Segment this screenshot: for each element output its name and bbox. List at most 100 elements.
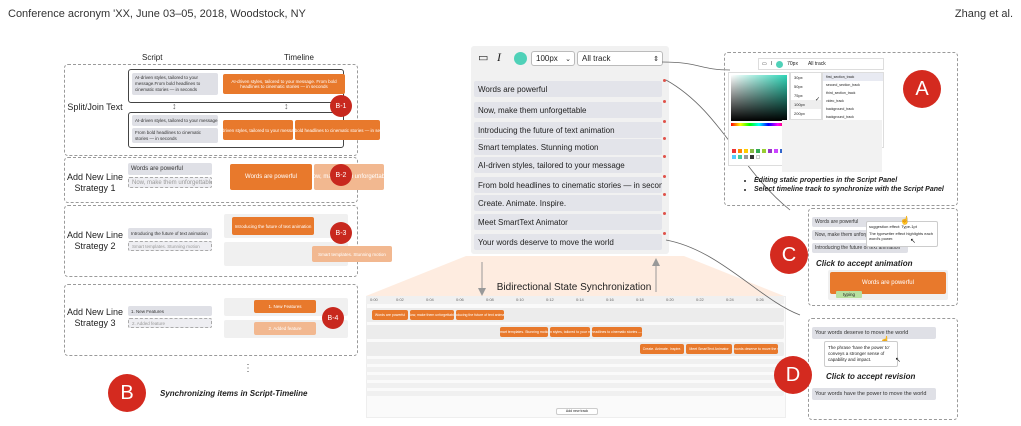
- size-option[interactable]: 200px: [794, 111, 805, 116]
- timeline-clip[interactable]: Meet SmartText Animator: [686, 344, 732, 354]
- tick: 0:16: [606, 297, 614, 302]
- color-swatch[interactable]: [776, 60, 784, 68]
- tick: 0:12: [546, 297, 554, 302]
- script-line[interactable]: Meet SmartText Animator: [474, 214, 662, 230]
- c-timeline-clip[interactable]: Words are powerful: [830, 272, 946, 294]
- size-value: 100px: [536, 54, 558, 63]
- panel-a-badge: A: [903, 70, 941, 108]
- sync-dot: [663, 137, 666, 140]
- b2-timeline-1: Words are powerful: [230, 164, 312, 190]
- track-value[interactable]: All track: [807, 61, 826, 67]
- b2-script-1: Words are powerful: [128, 163, 212, 175]
- timeline-clip[interactable]: Create. Animate. Inspire.: [640, 344, 684, 354]
- running-header-left: Conference acronym 'XX, June 03–05, 2018…: [8, 8, 306, 20]
- script-line[interactable]: Now, make them unforgettable: [474, 102, 662, 118]
- script-line[interactable]: Create. Animate. Inspire.: [474, 195, 662, 211]
- script-line[interactable]: Your words deserve to move the world: [474, 234, 662, 250]
- color-gradient[interactable]: [731, 75, 787, 121]
- sync-dot: [663, 120, 666, 123]
- size-dropdown[interactable]: 30px 50px 75px 100px 200px: [790, 72, 822, 120]
- b1-script-bottom-2: From bold headlines to cinematic stories…: [132, 128, 218, 143]
- panel-c-caption: Click to accept animation: [816, 259, 913, 268]
- script-line[interactable]: Words are powerful: [474, 81, 662, 97]
- size-value[interactable]: 70px: [787, 61, 798, 67]
- timeline-lane: [366, 359, 784, 364]
- size-option-selected[interactable]: 100px: [791, 100, 821, 109]
- chevron-down-icon: ⌄: [565, 55, 571, 63]
- panel-a-preview: [782, 120, 882, 172]
- b1-timeline-bottom-2: From bold headlines to cinematic stories…: [295, 120, 380, 140]
- text-tool-icon[interactable]: I: [770, 61, 773, 67]
- running-header-right: Zhang et al.: [954, 8, 1013, 20]
- timeline-clip[interactable]: Introducing the future of text animation: [456, 310, 504, 320]
- swatch-grid[interactable]: [732, 149, 786, 159]
- script-line[interactable]: AI-driven styles, tailored to your messa…: [474, 157, 662, 173]
- c-tooltip-body: The typewriter effect highlights each wo…: [869, 231, 933, 241]
- script-line[interactable]: Smart templates. Stunning motion: [474, 139, 662, 155]
- track-option[interactable]: background_track: [826, 107, 854, 111]
- track-option[interactable]: second_section_track: [826, 83, 860, 87]
- timeline-lane: [366, 367, 784, 372]
- hand-cursor-icon: ☝: [880, 336, 890, 345]
- track-option[interactable]: video_track: [826, 99, 844, 103]
- timeline-lane: [366, 375, 784, 380]
- d-result[interactable]: Your words have the power to move the wo…: [812, 388, 936, 400]
- panel-b-caption: Synchronizing items in Script-Timeline: [160, 389, 308, 398]
- sync-dot: [663, 212, 666, 215]
- more-ellipsis: ⋮: [243, 363, 253, 374]
- track-option[interactable]: background_track: [826, 115, 854, 119]
- c-line-2[interactable]: Now, make them unforgett: [812, 230, 868, 240]
- b3-script-1: Introducing the future of text animation: [128, 228, 212, 239]
- timeline-clip[interactable]: From bold headlines to cinematic stories…: [592, 327, 642, 337]
- hand-cursor-icon: ☝: [900, 216, 910, 225]
- timeline-clip[interactable]: AI-driven styles, tailored to your messa…: [550, 327, 590, 337]
- size-option[interactable]: 30px: [794, 75, 803, 80]
- b3-label: Add New Line Strategy 2: [66, 230, 124, 251]
- hue-slider[interactable]: [731, 123, 787, 126]
- split-arrow-icon-2: ↕: [284, 101, 289, 111]
- sync-dot: [663, 232, 666, 235]
- track-option[interactable]: third_section_track: [826, 91, 856, 95]
- panel-a-box: [724, 52, 958, 206]
- panel-a-bullets: Editing static properties in the Script …: [744, 176, 944, 194]
- timeline-clip[interactable]: Your words deserve to move the world: [734, 344, 778, 354]
- track-select[interactable]: All track ⇕: [577, 51, 663, 66]
- b3-timeline-1: Introducing the future of text animation: [232, 217, 314, 235]
- c-tooltip-title: suggestion effect: Type-1pt: [869, 224, 917, 229]
- script-line[interactable]: Introducing the future of text animation: [474, 122, 662, 138]
- check-icon: ✓: [815, 97, 821, 103]
- tick: 0:10: [516, 297, 524, 302]
- size-option[interactable]: 50px: [794, 84, 803, 89]
- sync-dot: [663, 155, 666, 158]
- b4-label: Add New Line Strategy 3: [66, 307, 124, 328]
- tick: 0:00: [370, 297, 378, 302]
- script-line[interactable]: From bold headlines to cinematic stories…: [474, 177, 662, 193]
- c-tooltip[interactable]: suggestion effect: Type-1pt The typewrit…: [866, 221, 938, 247]
- size-option[interactable]: 75px: [794, 93, 803, 98]
- add-track-button[interactable]: Add new track: [556, 408, 598, 415]
- size-select[interactable]: 100px ⌄: [531, 51, 575, 66]
- col-timeline-header: Timeline: [284, 53, 314, 62]
- sync-dot: [663, 79, 666, 82]
- b3-badge: B-3: [330, 222, 352, 244]
- video-camera-icon[interactable]: ▭: [478, 52, 489, 64]
- video-camera-icon[interactable]: ▭: [762, 61, 767, 67]
- d-suggestion-tooltip[interactable]: The phrase 'have the power to' conveys a…: [824, 341, 898, 367]
- timeline-clip[interactable]: Smart templates. Stunning motion: [500, 327, 548, 337]
- c-line-1[interactable]: Words are powerful: [812, 217, 908, 227]
- b1-script-bottom-1: AI-driven styles, tailored to your messa…: [132, 115, 218, 126]
- b1-box: [64, 64, 358, 156]
- b1-timeline-top: AI-driven styles, tailored to your messa…: [223, 74, 345, 94]
- track-option-selected[interactable]: first_section_track: [823, 73, 883, 81]
- sync-dot: [663, 175, 666, 178]
- color-picker[interactable]: [728, 72, 790, 166]
- timeline-clip[interactable]: Now, make them unforgettable: [410, 310, 454, 320]
- text-tool-icon[interactable]: I: [497, 50, 501, 64]
- sync-dot: [663, 100, 666, 103]
- panel-b-badge: B: [108, 374, 146, 412]
- color-swatch[interactable]: [514, 52, 527, 65]
- c-line-3[interactable]: Introducing the future of text animation: [812, 243, 908, 253]
- d-line-1[interactable]: Your words deserve to move the world: [812, 327, 936, 339]
- panel-a-bullet: Editing static properties in the Script …: [754, 176, 944, 185]
- timeline-clip[interactable]: Words are powerful: [372, 310, 408, 320]
